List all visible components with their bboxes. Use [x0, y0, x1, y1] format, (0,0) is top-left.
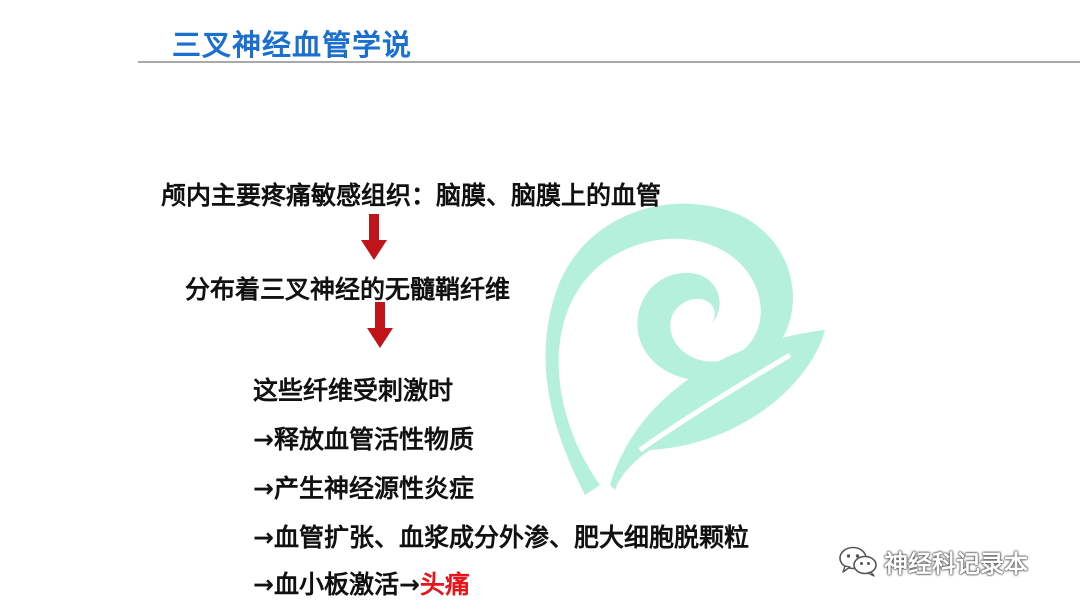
inflammation-step: →产生神经源性炎症: [253, 474, 474, 503]
stimulus-step: 这些纤维受刺激时: [253, 376, 454, 405]
page-title: 三叉神经血管学说: [172, 28, 413, 62]
down-arrow-icon: [367, 302, 393, 348]
platelet-step: →血小板激活→头痛: [253, 565, 470, 601]
wechat-icon: [839, 546, 877, 577]
vasoactive-step: →释放血管活性物质: [253, 425, 474, 454]
leaf-swirl-logo: [545, 203, 825, 495]
platelet-step-prefix: →血小板激活→: [253, 570, 420, 599]
sensitive-tissue-text: 颅内主要疼痛敏感组织：脑膜、脑膜上的血管: [161, 181, 662, 210]
down-arrow-icon: [361, 214, 387, 260]
account-name: 神经科记录本: [884, 549, 1028, 578]
vasodilation-step: →血管扩张、血浆成分外渗、肥大细胞脱颗粒: [253, 523, 749, 552]
nerve-fiber-text: 分布着三叉神经的无髓鞘纤维: [185, 275, 511, 304]
headache-highlight: 头痛: [419, 570, 470, 599]
title-divider: [138, 61, 1080, 63]
account-credit: 神经科记录本: [838, 544, 1028, 578]
